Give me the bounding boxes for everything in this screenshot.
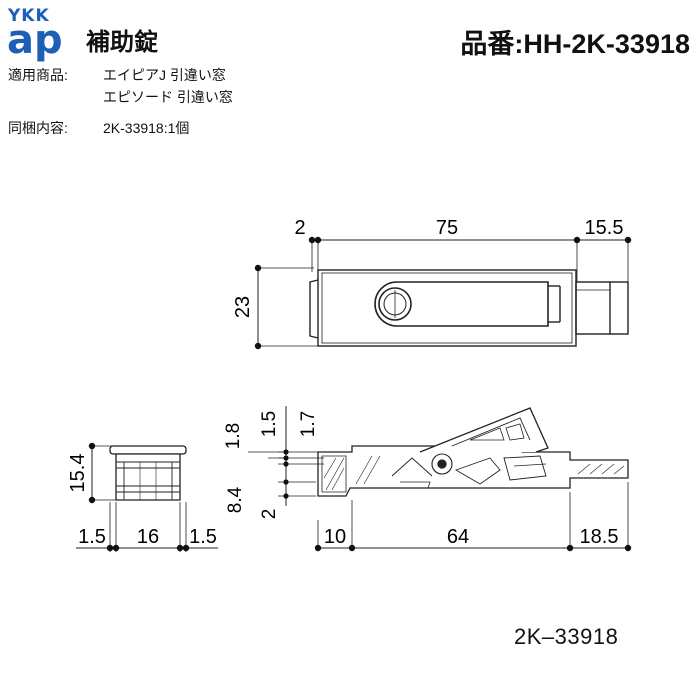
dim-side-1-5: 1.5	[259, 411, 280, 437]
dim-side-10: 10	[324, 526, 346, 548]
part-number: 品番:HH-2K-33918	[460, 29, 690, 59]
dim-side-64: 64	[447, 526, 469, 548]
dim-top-75: 75	[436, 217, 458, 239]
ykk-ap-logo: YKK ap	[7, 6, 66, 63]
dim-top-23: 23	[232, 296, 254, 318]
applicable-products-label: 適用商品:	[8, 67, 68, 83]
applicable-product-1: エイピアJ 引違い窓	[103, 67, 226, 83]
dim-top-15-5: 15.5	[585, 217, 624, 239]
top-view-dimension-dots	[254, 236, 632, 350]
dim-side-2: 2	[259, 509, 280, 520]
dim-side-1-8: 1.8	[223, 423, 244, 449]
package-contents-label: 同梱内容:	[8, 120, 68, 136]
dim-end-1-5-left: 1.5	[78, 526, 106, 548]
side-view-dimension-dots	[283, 449, 632, 552]
dim-side-8-4: 8.4	[225, 486, 246, 513]
drawing-code: 2K–33918	[514, 624, 619, 649]
end-view	[76, 445, 218, 552]
dim-top-2: 2	[294, 217, 305, 239]
side-view	[248, 406, 629, 550]
end-view-dimension-dots	[88, 442, 190, 552]
dim-side-1-7: 1.7	[298, 411, 319, 437]
product-name: 補助錠	[86, 29, 158, 56]
logo-ap-text: ap	[7, 17, 63, 63]
dim-end-16: 16	[137, 526, 159, 548]
dim-end-1-5-right: 1.5	[189, 526, 217, 548]
top-view	[257, 239, 629, 347]
applicable-product-2: エピソード 引違い窓	[103, 89, 233, 105]
logo-ykk-text: YKK	[8, 6, 50, 26]
dim-side-18-5: 18.5	[580, 526, 619, 548]
dim-end-15-4: 15.4	[67, 454, 89, 493]
package-contents-value: 2K-33918:1個	[103, 120, 190, 136]
